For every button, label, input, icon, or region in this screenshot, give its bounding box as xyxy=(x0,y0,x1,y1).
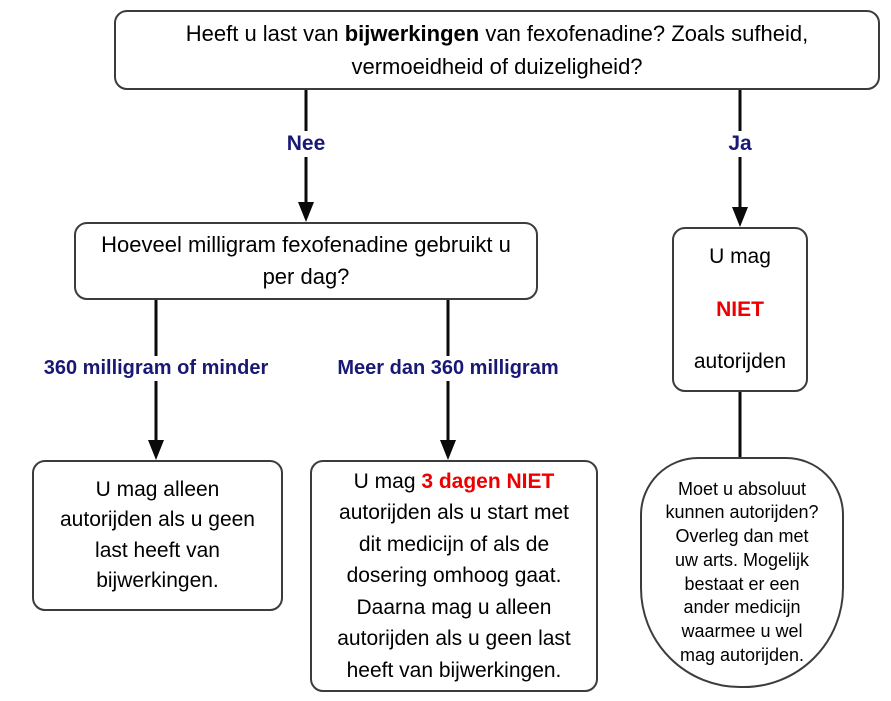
consult-line: Overleg dan met xyxy=(675,526,809,546)
question-text-pre: Heeft u last van xyxy=(185,21,345,46)
consult-line: Moet u absoluut xyxy=(677,478,807,499)
result-line: bijwerkingen. xyxy=(96,568,219,592)
consult-line: uw arts. Mogelijk xyxy=(674,549,810,570)
result-line: autorijden als u geen xyxy=(60,508,255,532)
node-result-no-driving: U mag NIET autorijden xyxy=(672,227,808,392)
result-text-pre: U mag xyxy=(353,469,422,493)
consult-line: kunnen autorijden? xyxy=(665,502,819,523)
node-question-side-effects: Heeft u last van bijwerkingen van fexofe… xyxy=(114,10,880,90)
result-line: autorijden als u geen last xyxy=(337,627,571,651)
edge-label-360-or-less: 360 milligram of minder xyxy=(37,356,275,381)
arrow-down-icon xyxy=(298,202,314,222)
arrow-down-icon xyxy=(732,207,748,227)
warning-text: NIET xyxy=(716,297,764,321)
edge-line-consult xyxy=(738,392,742,458)
edge-label-ja: Ja xyxy=(722,131,758,157)
question-text-post: van fexofenadine? Zoals sufheid, xyxy=(479,21,809,46)
result-line: last heeft van xyxy=(95,538,220,562)
arrow-down-icon xyxy=(148,440,164,460)
consult-line: waarmee u wel xyxy=(681,621,803,641)
edge-label-more-than-360: Meer dan 360 milligram xyxy=(331,356,565,381)
result-line: U mag 3 dagen NIET xyxy=(354,466,555,498)
consult-line: bestaat er een xyxy=(684,573,800,594)
consult-line: mag autorijden. xyxy=(679,644,805,665)
node-result-drive-if-no-side-effects: U mag alleen autorijden als u geen last … xyxy=(32,460,283,611)
result-line: U mag xyxy=(709,245,771,268)
result-line: U mag alleen xyxy=(95,477,220,501)
result-line: autorijden xyxy=(693,350,787,373)
node-question-dosage: Hoeveel milligram fexofenadine gebruikt … xyxy=(74,222,538,300)
result-line: dit medicijn of als de xyxy=(358,532,550,556)
question-line: Heeft u last van bijwerkingen van fexofe… xyxy=(186,17,808,50)
question-line: Hoeveel milligram fexofenadine gebruikt … xyxy=(101,232,511,258)
arrow-down-icon xyxy=(440,440,456,460)
question-text-bold: bijwerkingen xyxy=(344,21,480,46)
node-result-three-days-no-driving: U mag 3 dagen NIET autorijden als u star… xyxy=(310,460,598,692)
result-line: Daarna mag u alleen xyxy=(356,595,552,619)
question-line: per dag? xyxy=(262,264,350,289)
result-line: dosering omhoog gaat. xyxy=(346,564,562,588)
question-line: vermoeidheid of duizeligheid? xyxy=(351,54,643,79)
node-consult-doctor: Moet u absoluut kunnen autorijden? Overl… xyxy=(640,457,844,688)
result-line: autorijden als u start met xyxy=(339,501,569,525)
edge-label-nee: Nee xyxy=(280,131,332,157)
result-line: heeft van bijwerkingen. xyxy=(346,658,562,682)
consult-line: ander medicijn xyxy=(683,597,801,618)
warning-text: 3 dagen NIET xyxy=(421,469,555,493)
